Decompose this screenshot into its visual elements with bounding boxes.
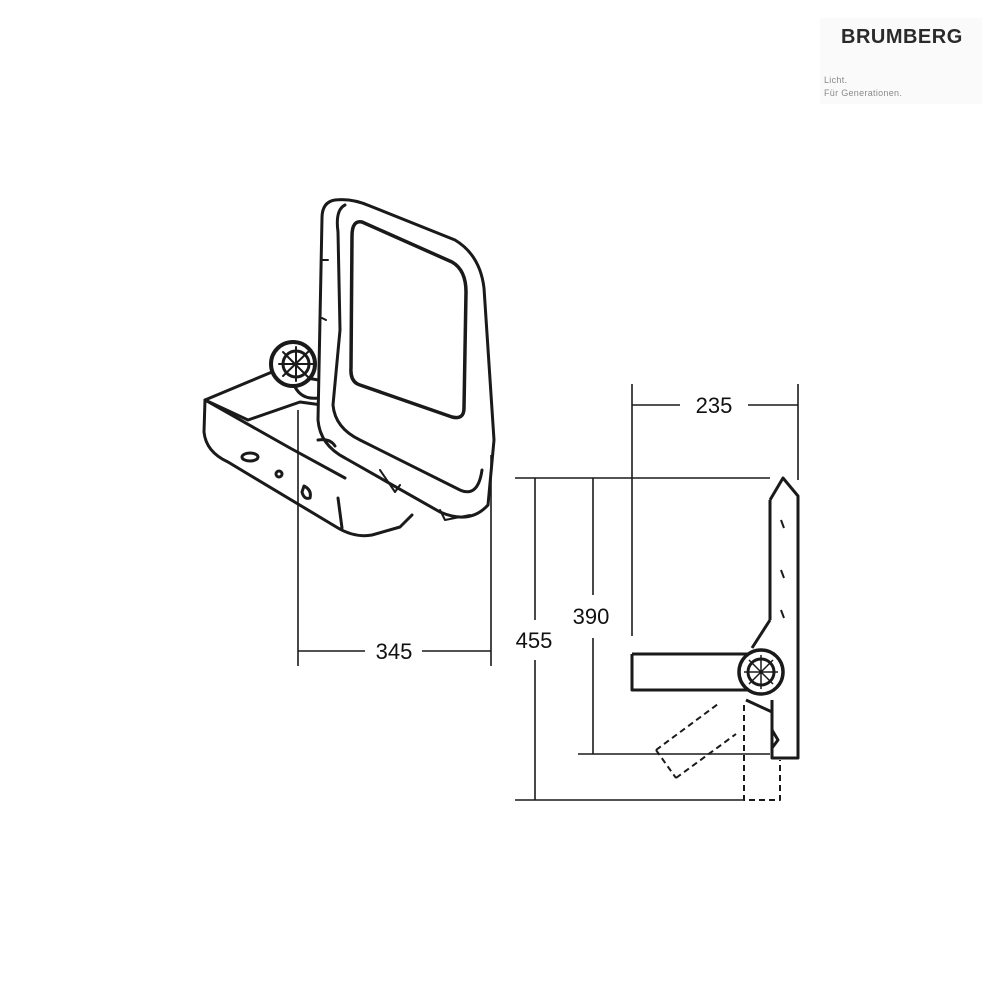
floodlight-side-view [630,476,800,801]
dimension-body-height-label: 390 [573,604,610,629]
alternate-position-outline [655,703,781,801]
lens-panel [349,220,468,420]
dimension-depth-label: 235 [696,393,733,418]
dimension-lines [297,384,799,801]
tagline-line-1: Licht. [824,75,848,85]
brand-name: BRUMBERG [841,26,963,48]
brand-logo: BRUMBERG Licht. Für Generationen. [820,18,982,104]
dimension-total-height-label: 455 [516,628,553,653]
brand-tagline: Licht. Für Generationen. [824,74,902,100]
dimension-width-label: 345 [376,639,413,664]
tagline-line-2: Für Generationen. [824,88,903,98]
hinge-knob [269,340,320,400]
floodlight-perspective-view [202,198,496,538]
